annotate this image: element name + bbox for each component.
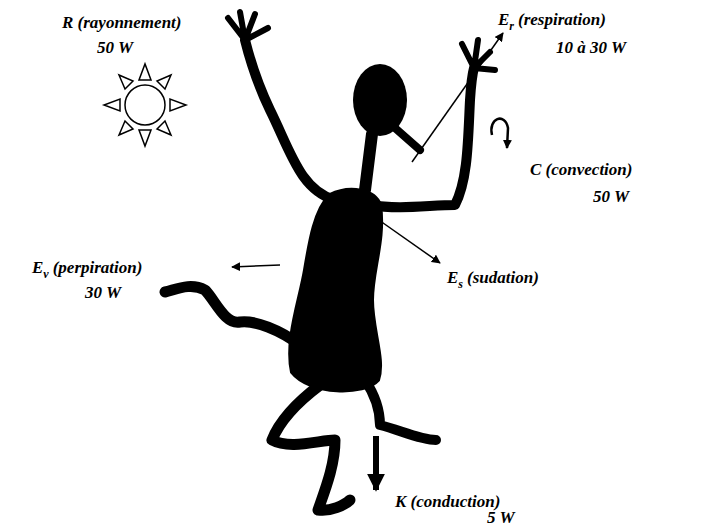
flux-value: 10 à 30 W [556,38,626,58]
flux-symbol: E [498,10,509,30]
flux-name: R (rayonnement) [62,13,181,33]
flux-name: C (convection) [530,160,632,180]
flux-value: 50 W [593,187,629,207]
flux-name: (perpiration) [53,258,143,278]
flux-name: (respiration) [518,10,606,30]
flux-value: 30 W [85,283,121,303]
flux-symbol: E [447,268,458,288]
flux-symbol: E [32,258,43,278]
flux-name: K (conduction) [395,492,500,512]
sun-symbol [104,64,186,146]
flux-arrows [232,33,508,490]
flux-name: (sudation) [467,268,539,288]
flux-subscript: v [43,268,48,282]
human-silhouette [165,12,495,510]
flux-value: 50 W [97,38,133,58]
flux-value: 5 W [487,508,515,528]
flux-subscript: s [458,278,463,292]
flux-subscript: r [509,20,514,34]
